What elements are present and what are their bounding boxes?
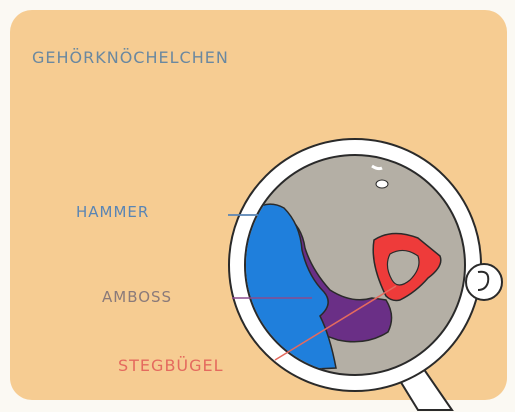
ear-shape (466, 264, 502, 300)
hammer-label: HAMMER (76, 203, 149, 221)
diagram-title: GEHÖRKNÖCHELCHEN (32, 48, 229, 67)
steigbuegel-label: STEGBÜGEL (118, 356, 224, 375)
amboss-label: AMBOSS (102, 288, 172, 306)
